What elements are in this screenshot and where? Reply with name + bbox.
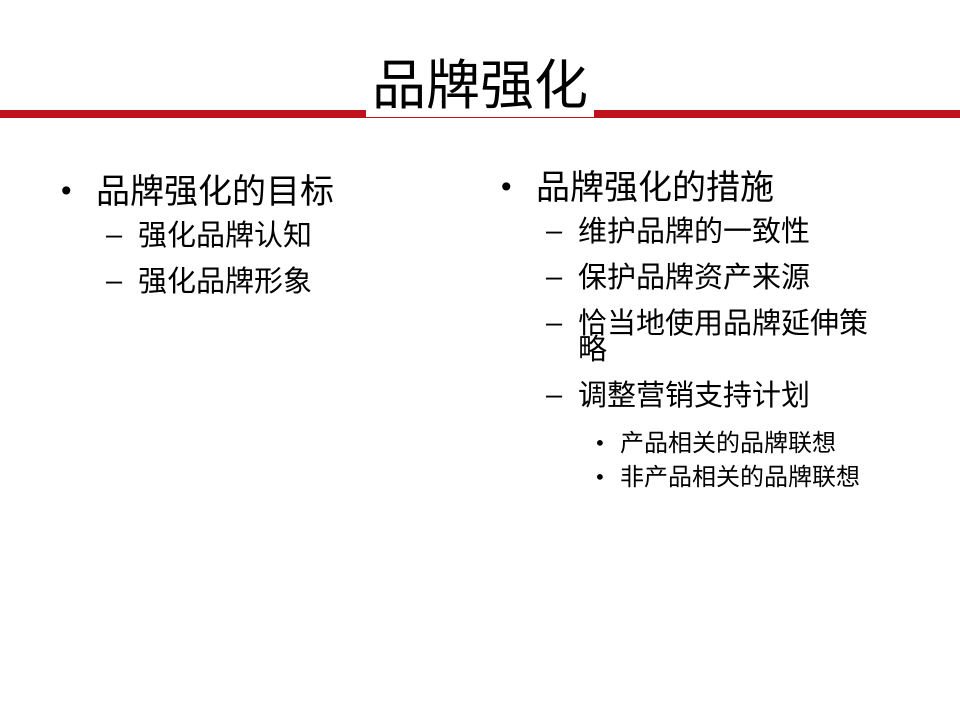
bullet-icon: • bbox=[498, 171, 515, 204]
list-item-text: 调整营销支持计划 bbox=[578, 378, 811, 412]
left-heading: 品牌强化的目标 bbox=[96, 172, 334, 212]
sub-list-item: • 非产品相关的品牌联想 bbox=[594, 462, 938, 492]
sub-list-item-text: 产品相关的品牌联想 bbox=[620, 429, 836, 457]
list-item-text: 强化品牌认知 bbox=[138, 218, 313, 252]
right-heading: 品牌强化的措施 bbox=[536, 168, 774, 208]
list-item: – 调整营销支持计划 bbox=[546, 378, 938, 412]
left-column: • 品牌强化的目标 – 强化品牌认知 – 强化品牌形象 bbox=[58, 170, 458, 314]
dash-icon: – bbox=[546, 215, 563, 247]
dash-icon: – bbox=[106, 219, 123, 251]
right-heading-item: • 品牌强化的措施 bbox=[498, 166, 938, 210]
dash-icon: – bbox=[106, 265, 123, 297]
dash-icon: – bbox=[546, 379, 563, 411]
list-item-text: 维护品牌的一致性 bbox=[578, 214, 811, 248]
bullet-icon: • bbox=[594, 431, 606, 455]
left-heading-item: • 品牌强化的目标 bbox=[58, 170, 458, 214]
bullet-icon: • bbox=[58, 175, 75, 208]
list-item: – 强化品牌形象 bbox=[106, 264, 458, 298]
list-item: – 强化品牌认知 bbox=[106, 218, 458, 252]
slide-title: 品牌强化 bbox=[0, 54, 960, 118]
list-item-text: 强化品牌形象 bbox=[138, 264, 313, 298]
sub-list-item: • 产品相关的品牌联想 bbox=[594, 428, 938, 458]
sub-list-item-text: 非产品相关的品牌联想 bbox=[620, 463, 860, 491]
list-item-text: 保护品牌资产来源 bbox=[578, 260, 811, 294]
right-column: • 品牌强化的措施 – 维护品牌的一致性 – 保护品牌资产来源 – 恰当地使用品… bbox=[498, 166, 938, 496]
slide-title-text: 品牌强化 bbox=[366, 54, 594, 117]
dash-icon: – bbox=[546, 307, 563, 339]
list-item: – 维护品牌的一致性 bbox=[546, 214, 938, 248]
dash-icon: – bbox=[546, 261, 563, 293]
list-item: – 保护品牌资产来源 bbox=[546, 260, 938, 294]
list-item-text: 恰当地使用品牌延伸策略 bbox=[578, 306, 869, 366]
bullet-icon: • bbox=[594, 465, 606, 489]
list-item: – 恰当地使用品牌延伸策略 bbox=[546, 306, 938, 366]
